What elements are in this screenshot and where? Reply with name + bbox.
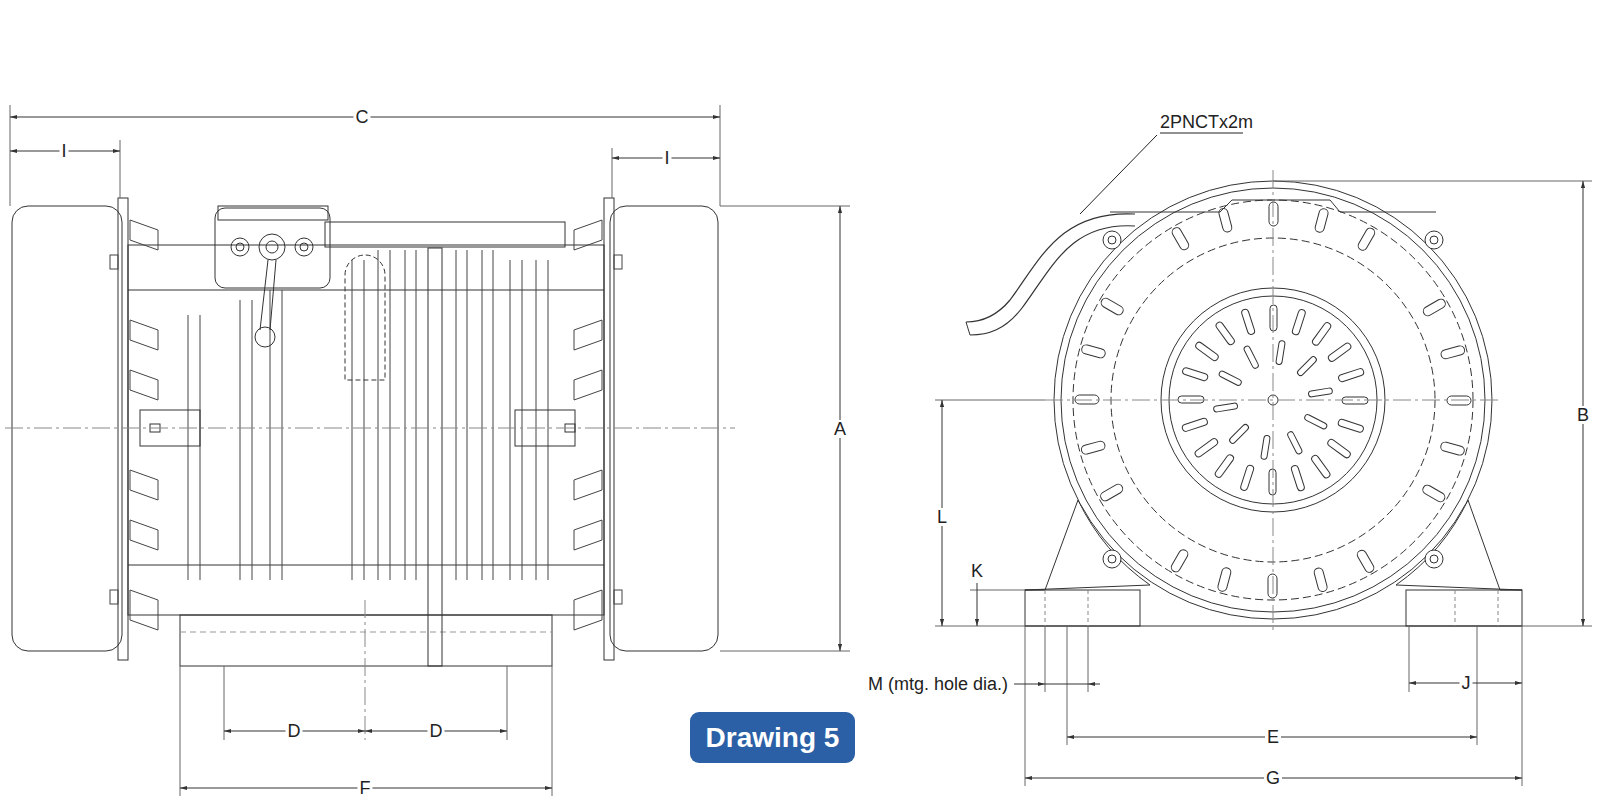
dimension-label: A <box>832 420 848 438</box>
dimension-label: B <box>1575 406 1591 424</box>
dimension-label: D <box>428 722 445 740</box>
dimension-label: I <box>662 149 671 167</box>
dimension-label: I <box>59 142 68 160</box>
dimension-label: K <box>969 562 985 580</box>
dimension-label: G <box>1264 769 1282 787</box>
cable-note: 2PNCTx2m <box>1158 113 1255 131</box>
dimension-label: C <box>354 108 371 126</box>
dimension-label: D <box>286 722 303 740</box>
dimension-note: M (mtg. hole dia.) <box>866 675 1010 693</box>
badge-text: Drawing 5 <box>706 722 840 754</box>
dimension-label: J <box>1460 674 1473 692</box>
side-view <box>5 105 850 796</box>
drawing-badge: Drawing 5 <box>690 712 855 763</box>
dimension-label: E <box>1265 728 1281 746</box>
end-view <box>935 133 1592 786</box>
dimension-label: F <box>358 779 373 797</box>
dimension-label: L <box>935 508 949 526</box>
